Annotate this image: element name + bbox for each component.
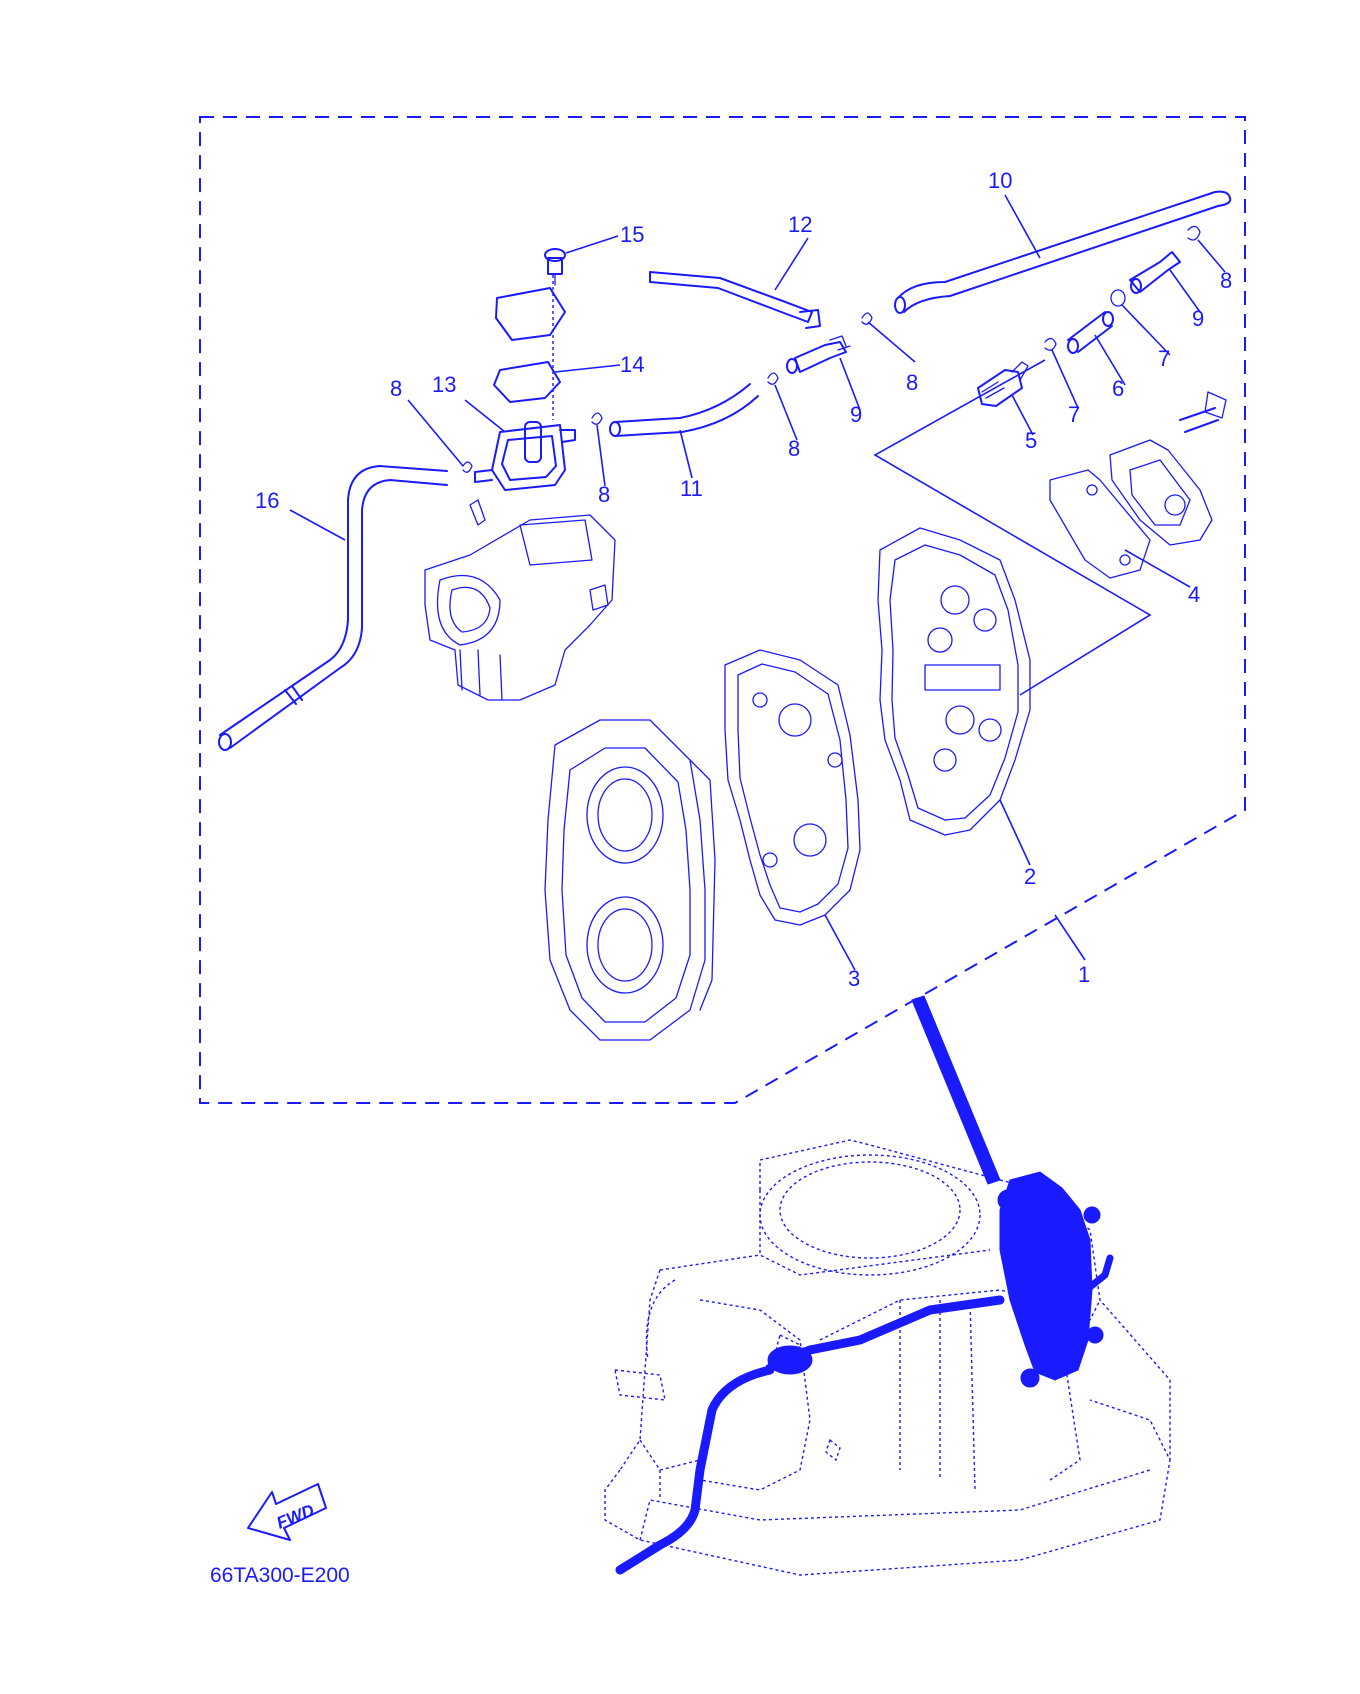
part-15-screw [544, 248, 566, 286]
part-13-fuel-pump [474, 421, 576, 491]
callout-4: 4 [1188, 582, 1200, 607]
callout-12: 12 [788, 212, 812, 237]
callout-10: 10 [988, 168, 1012, 193]
part-12-strap [649, 271, 821, 329]
callout-7-a: 7 [1068, 402, 1080, 427]
installed-fuel-pump [997, 1171, 1114, 1388]
part-11-fuel-hose [609, 383, 759, 437]
callout-1: 1 [1078, 962, 1090, 987]
part-7-clip-b [1044, 337, 1057, 351]
callout-16: 16 [255, 488, 279, 513]
part-14-diaphragm [493, 275, 566, 420]
part-10-hose [894, 190, 1232, 314]
callout-11: 11 [680, 476, 703, 501]
part-4-cover-gasket [1049, 391, 1227, 579]
connector-lines [873, 359, 1152, 696]
part-8-hose-clip-e [1187, 225, 1201, 241]
callout-8-b: 8 [598, 482, 610, 507]
callout-14: 14 [620, 352, 644, 377]
carburetor [424, 499, 616, 701]
callout-6: 6 [1112, 376, 1124, 401]
fwd-direction-marker: FWD [247, 1483, 327, 1541]
leader-lines [289, 194, 1226, 971]
callout-3: 3 [848, 966, 860, 991]
callout-7-b: 7 [1158, 346, 1170, 371]
fwd-label: FWD [274, 1501, 317, 1533]
callout-15: 15 [620, 222, 644, 247]
callout-labels: 15 12 10 14 13 8 16 8 11 8 9 8 5 7 6 7 9… [255, 168, 1232, 991]
assembly-boundary [199, 116, 1246, 1104]
part-8-hose-clip-b [591, 412, 603, 425]
installed-fuel-line [615, 1295, 1005, 1575]
powerhead-outline [604, 1139, 1171, 1576]
callout-8-a: 8 [390, 376, 402, 401]
part-3-head-gasket [724, 649, 861, 926]
callout-8-d: 8 [906, 370, 918, 395]
callout-9-a: 9 [850, 402, 862, 427]
part-5-fitting [977, 361, 1029, 407]
callout-13: 13 [432, 372, 456, 397]
part-2-head-cover [877, 527, 1031, 836]
drawing-code: 66TA300-E200 [210, 1564, 350, 1587]
part-9-joint-b [1129, 251, 1181, 294]
part-7-clip-a [1110, 289, 1126, 307]
part-6-short-hose [1067, 311, 1114, 354]
part-8-hose-clip-a [462, 461, 473, 473]
part-16-fuel-hose [218, 465, 448, 751]
callout-9-b: 9 [1192, 306, 1204, 331]
cylinder-block [544, 719, 716, 1041]
callout-8-e: 8 [1220, 268, 1232, 293]
part-8-hose-clip-c [767, 372, 779, 385]
assembly-location-arrow [911, 995, 1001, 1185]
part-9-joint-a [786, 335, 851, 374]
part-8-hose-clip-d [861, 312, 873, 325]
callout-8-c: 8 [788, 436, 800, 461]
callout-5: 5 [1025, 428, 1037, 453]
callout-2: 2 [1024, 864, 1036, 889]
